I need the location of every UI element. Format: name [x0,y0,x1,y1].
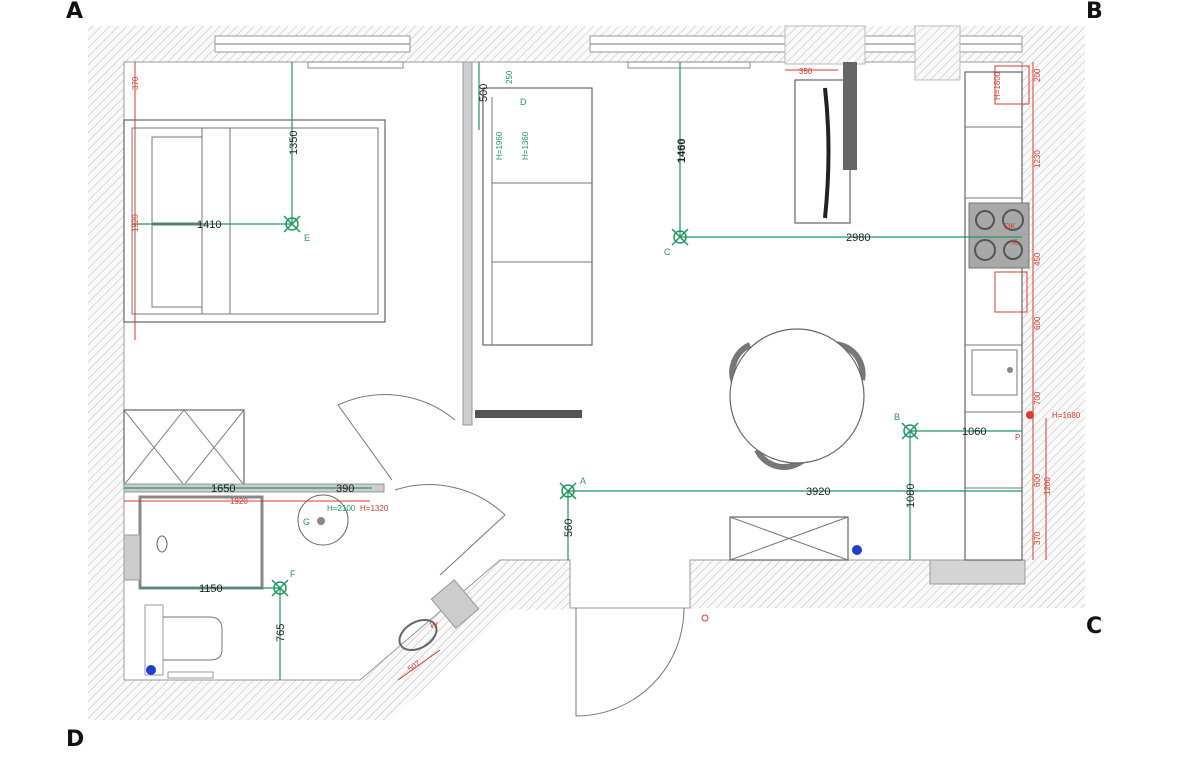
light-point-d-label: D [520,97,527,107]
socket-k-label: K [1012,238,1018,247]
rdim-bath-1920: 1920 [230,497,248,506]
tv-unit [794,62,857,224]
socket-w-label: W [430,621,438,630]
doors [337,394,685,717]
corner-label-d: D [66,727,84,752]
rdim-1920: 1920 [131,214,140,232]
drain-icon [852,545,862,555]
rdim-350: 350 [799,67,813,76]
light-point-a-label: A [580,476,586,486]
wardrobe [482,87,593,346]
dim-1650: 1650 [211,483,235,495]
height-wardrobe-a: H=1960 [495,131,504,160]
rdim-1200: 1200 [1043,477,1052,495]
rdim-200: 200 [1033,68,1042,82]
socket-p-label: P [1015,433,1020,442]
dim-765: 765 [275,624,287,642]
lighting-dimensions [124,62,1022,680]
dim-1150: 1150 [199,583,223,595]
socket-ok-label: OK [1004,222,1016,231]
dining-table [729,328,866,470]
windows [214,25,1023,81]
radiator-niche [929,559,1026,585]
dim-390: 390 [336,483,354,495]
rdim-600: 600 [1033,316,1042,330]
light-point-g-label: G [303,517,310,527]
dim-500: 500 [478,84,490,102]
rdim-counter-600: 600 [1033,473,1042,487]
corner-label-a: A [66,0,83,24]
light-point-f-label: F [290,569,296,579]
rdim-1230: 1230 [1033,150,1042,168]
dim-1080: 1080 [905,484,917,508]
height-wardrobe-b: H=1360 [521,131,530,160]
height-kitchen-hood: H=1800 [993,71,1002,100]
dim-1060: 1060 [962,426,986,438]
dim-1410: 1410 [197,219,221,231]
height-bath-light: H=2100 [327,504,356,513]
dim-250: 250 [505,70,514,84]
rdim-450: 450 [1033,252,1042,266]
partition-dark [475,410,582,418]
dim-560: 560 [563,519,575,537]
height-kitchen-socket: H=1680 [1052,411,1081,420]
rdim-counter-370: 370 [1033,531,1042,545]
rdim-370: 370 [131,76,140,90]
light-point-c-label: C [664,247,671,257]
bed [123,119,386,323]
dim-1460: 1460 [676,139,688,163]
light-point-e-label: E [304,233,310,243]
partition-wall [462,61,473,426]
rdim-700: 700 [1033,391,1042,405]
electrical-dimensions [124,62,1047,681]
dim-1350: 1350 [288,131,300,155]
corner-label-c: C [1086,614,1102,639]
dim-3920: 3920 [806,486,830,498]
light-points [271,215,919,597]
light-point-b-label: B [894,412,900,422]
kitchen-counter [964,71,1030,561]
height-bath-socket: H=1320 [360,504,389,513]
corner-label-b: B [1086,0,1103,24]
dim-2980: 2980 [846,232,870,244]
